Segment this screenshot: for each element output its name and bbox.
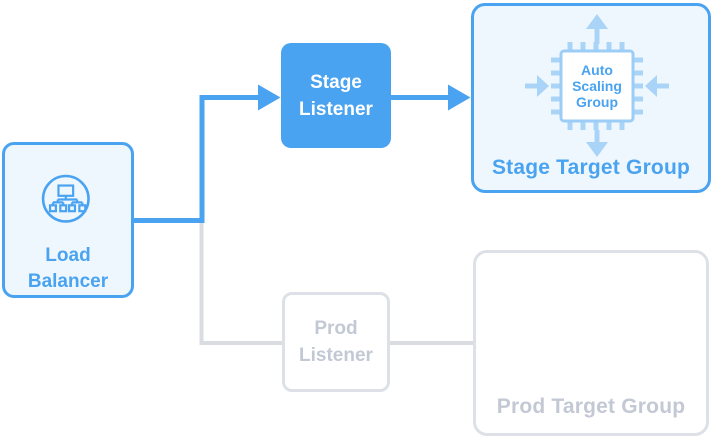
- prod-target-group-label: Prod Target Group: [496, 395, 686, 418]
- load-balancer-node[interactable]: Load Balancer: [2, 142, 134, 298]
- prod-listener-label: Prod Listener: [299, 318, 373, 366]
- load-balancer-icon: [41, 174, 90, 223]
- edge-load-balancer-to-prod-listener: [199, 221, 282, 345]
- auto-scaling-chip-icon: [525, 14, 669, 157]
- prod-target-group-node[interactable]: Prod Target Group: [473, 250, 709, 436]
- stage-listener-label: Stage Listener: [299, 71, 373, 120]
- auto-scaling-group: Auto Scaling Group: [474, 6, 708, 166]
- chip-pins: [551, 42, 643, 130]
- auto-scaling-group-label: Auto Scaling Group: [572, 62, 622, 110]
- scale-arrows: [525, 14, 669, 157]
- stage-target-group-label: Stage Target Group: [491, 156, 691, 179]
- prod-listener-node[interactable]: Prod Listener: [282, 292, 390, 392]
- arrowhead-stage-listener: [258, 84, 281, 111]
- edge-load-balancer-to-stage-listener: [134, 95, 259, 223]
- load-balancer-label: Load Balancer: [27, 245, 109, 292]
- arrowhead-stage-target-group: [448, 84, 471, 111]
- stage-target-group-node[interactable]: Auto Scaling Group Stage Target Group: [471, 3, 711, 193]
- chip-body: [559, 49, 635, 123]
- stage-listener-node[interactable]: Stage Listener: [281, 43, 391, 148]
